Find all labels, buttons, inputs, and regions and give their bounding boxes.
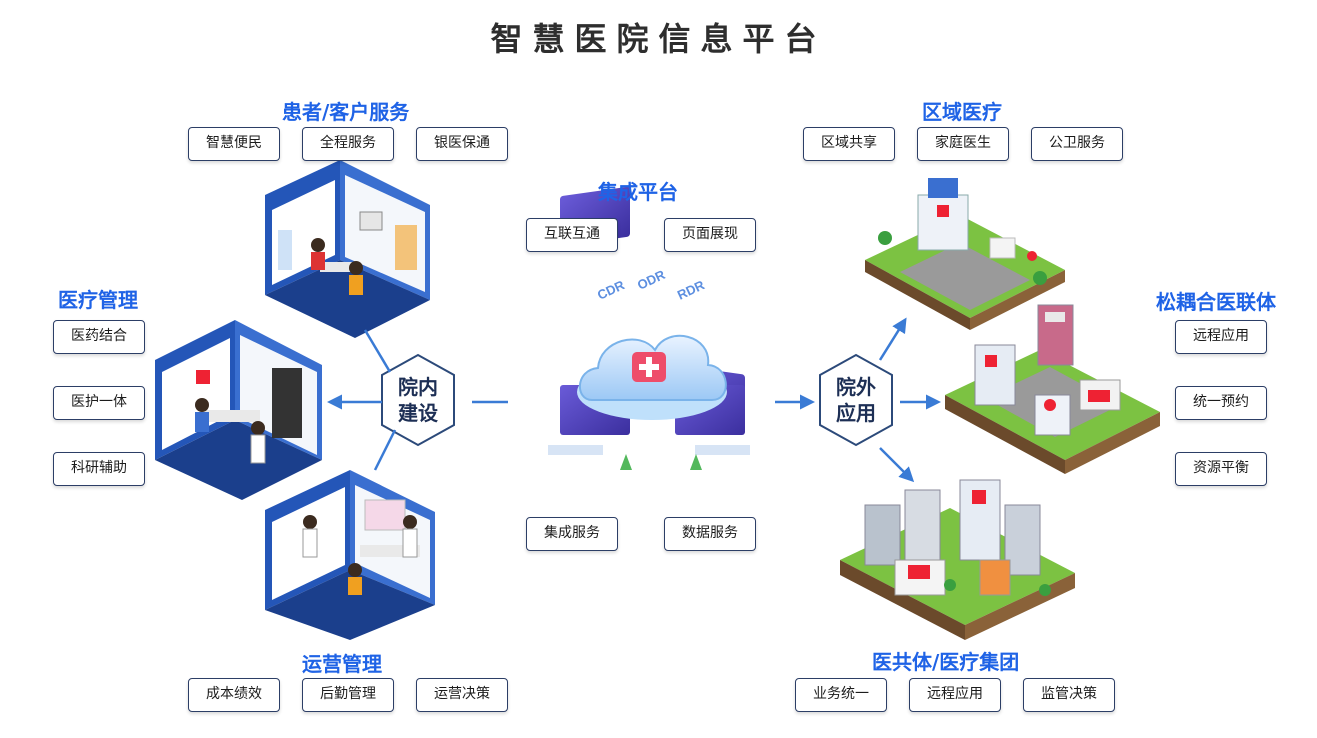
cloud-label-rdr: RDR <box>675 277 707 303</box>
outer-hub-label: 院外 应用 <box>826 374 886 426</box>
heading-alliance: 松耦合医联体 <box>1156 290 1276 314</box>
regional-city-illustration <box>865 178 1065 330</box>
tag-remote-application[interactable]: 远程应用 <box>1175 320 1267 354</box>
heading-operation-management: 运营管理 <box>302 652 382 676</box>
tag-family-doctor[interactable]: 家庭医生 <box>917 127 1009 161</box>
tag-data-service[interactable]: 数据服务 <box>664 517 756 551</box>
cloud-label-cdr: CDR <box>595 277 627 303</box>
first-aid-icon <box>196 370 210 384</box>
shelf-icon <box>395 225 417 270</box>
tag-interconnect[interactable]: 互联互通 <box>526 218 618 252</box>
inner-hub-line2: 建设 <box>398 401 438 425</box>
tag-unified-appointment[interactable]: 统一预约 <box>1175 386 1267 420</box>
tag-resource-balance[interactable]: 资源平衡 <box>1175 452 1267 486</box>
tag-public-health[interactable]: 公卫服务 <box>1031 127 1123 161</box>
inner-hub-hexagon <box>381 353 455 447</box>
heading-medical-management: 医疗管理 <box>58 288 138 312</box>
group-city-illustration <box>840 479 1075 640</box>
tag-smart-convenience[interactable]: 智慧便民 <box>188 127 280 161</box>
hospital-building-icon <box>917 194 969 251</box>
cloud-label-odr: ODR <box>635 267 668 293</box>
board-icon <box>364 499 406 531</box>
tag-integration-service[interactable]: 集成服务 <box>526 517 618 551</box>
tag-page-display[interactable]: 页面展现 <box>664 218 756 252</box>
outer-hub-line2: 应用 <box>836 401 876 425</box>
eye-chart-icon <box>359 211 383 231</box>
heading-integration-platform: 集成平台 <box>598 180 678 204</box>
tag-supervision-decision[interactable]: 监管决策 <box>1023 678 1115 712</box>
tag-group-remote-application[interactable]: 远程应用 <box>909 678 1001 712</box>
medical-room-illustration <box>155 320 322 500</box>
tag-operation-decision[interactable]: 运营决策 <box>416 678 508 712</box>
alliance-city-illustration <box>945 304 1160 474</box>
tag-logistics[interactable]: 后勤管理 <box>302 678 394 712</box>
operation-room-illustration <box>265 470 435 640</box>
cabinet-icon <box>272 368 302 438</box>
hospital-building-icon <box>974 344 1016 406</box>
page-title: 智慧医院信息平台 <box>490 20 827 58</box>
tag-business-unified[interactable]: 业务统一 <box>795 678 887 712</box>
keyboard-icon <box>548 445 603 455</box>
tag-regional-share[interactable]: 区域共享 <box>803 127 895 161</box>
patient-room-illustration <box>265 160 430 338</box>
tag-full-service[interactable]: 全程服务 <box>302 127 394 161</box>
tag-research-assist[interactable]: 科研辅助 <box>53 452 145 486</box>
tag-bank-insurance[interactable]: 银医保通 <box>416 127 508 161</box>
outer-hub-hexagon <box>819 353 893 447</box>
heading-patient-service: 患者/客户服务 <box>282 100 410 124</box>
heading-medical-group: 医共体/医疗集团 <box>872 650 1020 674</box>
tag-medicine-integration[interactable]: 医药结合 <box>53 320 145 354</box>
inner-hub-label: 院内 建设 <box>388 374 448 426</box>
tag-cost-performance[interactable]: 成本绩效 <box>188 678 280 712</box>
tag-doctor-nurse[interactable]: 医护一体 <box>53 386 145 420</box>
heading-regional-medical: 区域医疗 <box>922 100 1002 124</box>
outer-hub-line1: 院外 <box>836 375 876 399</box>
inner-hub-line1: 院内 <box>398 375 438 399</box>
